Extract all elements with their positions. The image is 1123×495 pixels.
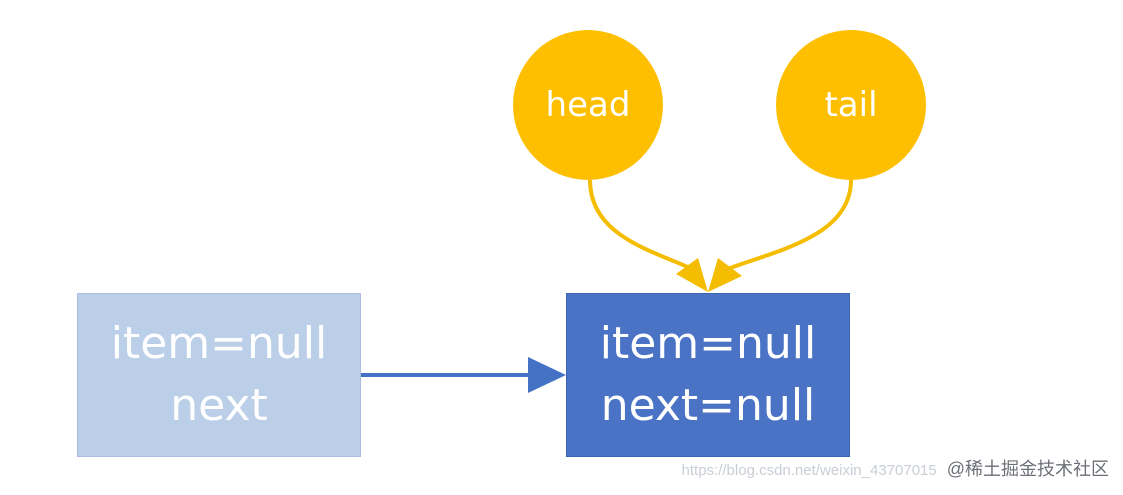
tail-pointer-arrowhead [708, 258, 742, 292]
tail-pointer-arrow [729, 179, 853, 270]
head-pointer-arrow [588, 179, 691, 270]
head-pointer: head [513, 30, 663, 180]
previous-node-item: item=null [110, 318, 328, 369]
watermark-brand: @稀土掘金技术社区 [946, 459, 1109, 479]
watermark: https://blog.csdn.net/weixin_43707015 @稀… [682, 455, 1109, 481]
new-node: item=null next=null [566, 293, 850, 457]
new-node-next: next=null [600, 380, 816, 431]
previous-node-next: next [170, 380, 268, 431]
head-pointer-label: head [545, 85, 631, 125]
previous-node: item=null next [77, 293, 361, 457]
watermark-url: https://blog.csdn.net/weixin_43707015 [681, 462, 937, 479]
tail-pointer: tail [776, 30, 926, 180]
head-pointer-arrowhead [676, 258, 708, 292]
new-node-item: item=null [599, 318, 817, 369]
next-link-arrowhead [528, 357, 566, 393]
tail-pointer-label: tail [824, 85, 878, 125]
